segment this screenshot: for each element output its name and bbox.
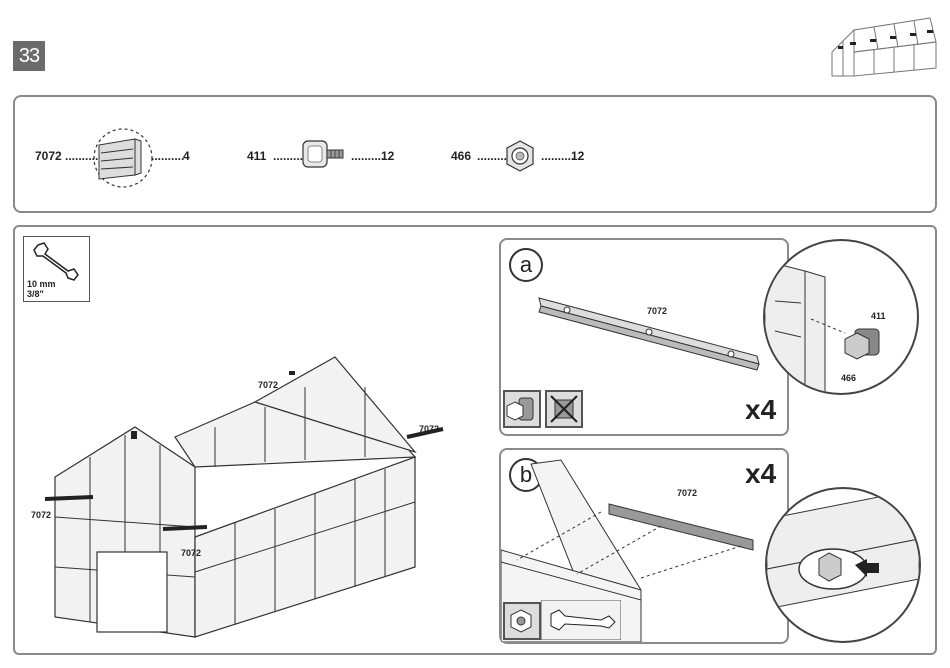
roof-bar-icon [93, 127, 153, 189]
parts-list: 7072 .......... .......... 4 411 .......… [13, 95, 937, 213]
zoom-detail-b [765, 487, 921, 643]
part-item: 7072 .......... .......... 4 [15, 97, 215, 215]
bar-label: 7072 [677, 488, 697, 498]
wrench-icon [32, 241, 80, 281]
bolt-label: 411 [871, 311, 886, 321]
part-qty: 12 [571, 149, 584, 163]
leader-dots: .......... [151, 149, 184, 163]
part-code: 466 [451, 149, 471, 163]
leader-dots: .......... [351, 149, 384, 163]
label-7072-right: 7072 [419, 424, 439, 434]
bar-label: 7072 [647, 306, 667, 316]
label-7072-left: 7072 [31, 510, 51, 520]
no-bolt-icon [545, 390, 583, 428]
step-number: 33 [13, 41, 45, 71]
leader-dots: .......... [541, 149, 574, 163]
nut-tighten-icon [503, 602, 541, 640]
label-7072-top: 7072 [258, 380, 278, 390]
tool-size-imperial: 3/8" [27, 289, 44, 299]
roof-bar-illustration [537, 292, 763, 372]
part-code: 411 [247, 149, 266, 163]
part-code: 7072 [35, 149, 62, 163]
part-qty: 4 [183, 149, 190, 163]
tool-requirement: 10 mm 3/8" [23, 236, 90, 302]
bolt-icon [301, 139, 347, 169]
part-item: 411 .......... .......... 12 [245, 97, 425, 215]
nut-icon [503, 139, 537, 173]
tighten-wrench-icon [541, 600, 621, 640]
detail-panel-b: b x4 7072 [499, 448, 789, 644]
greenhouse-illustration [35, 327, 475, 647]
part-item: 466 .......... .......... 12 [449, 97, 629, 215]
label-7072-front: 7072 [181, 548, 201, 558]
zoom-detail-a [763, 239, 919, 395]
part-qty: 12 [381, 149, 394, 163]
tool-size-metric: 10 mm [27, 279, 56, 289]
assembly-frame: 10 mm 3/8" [13, 225, 937, 655]
multiplier: x4 [745, 394, 776, 426]
nut-label: 466 [841, 373, 856, 383]
panel-letter: a [509, 248, 543, 282]
bolt-nut-icon [503, 390, 541, 428]
greenhouse-thumbnail-icon [826, 12, 938, 84]
detail-panel-a: a 7072 x4 [499, 238, 789, 436]
